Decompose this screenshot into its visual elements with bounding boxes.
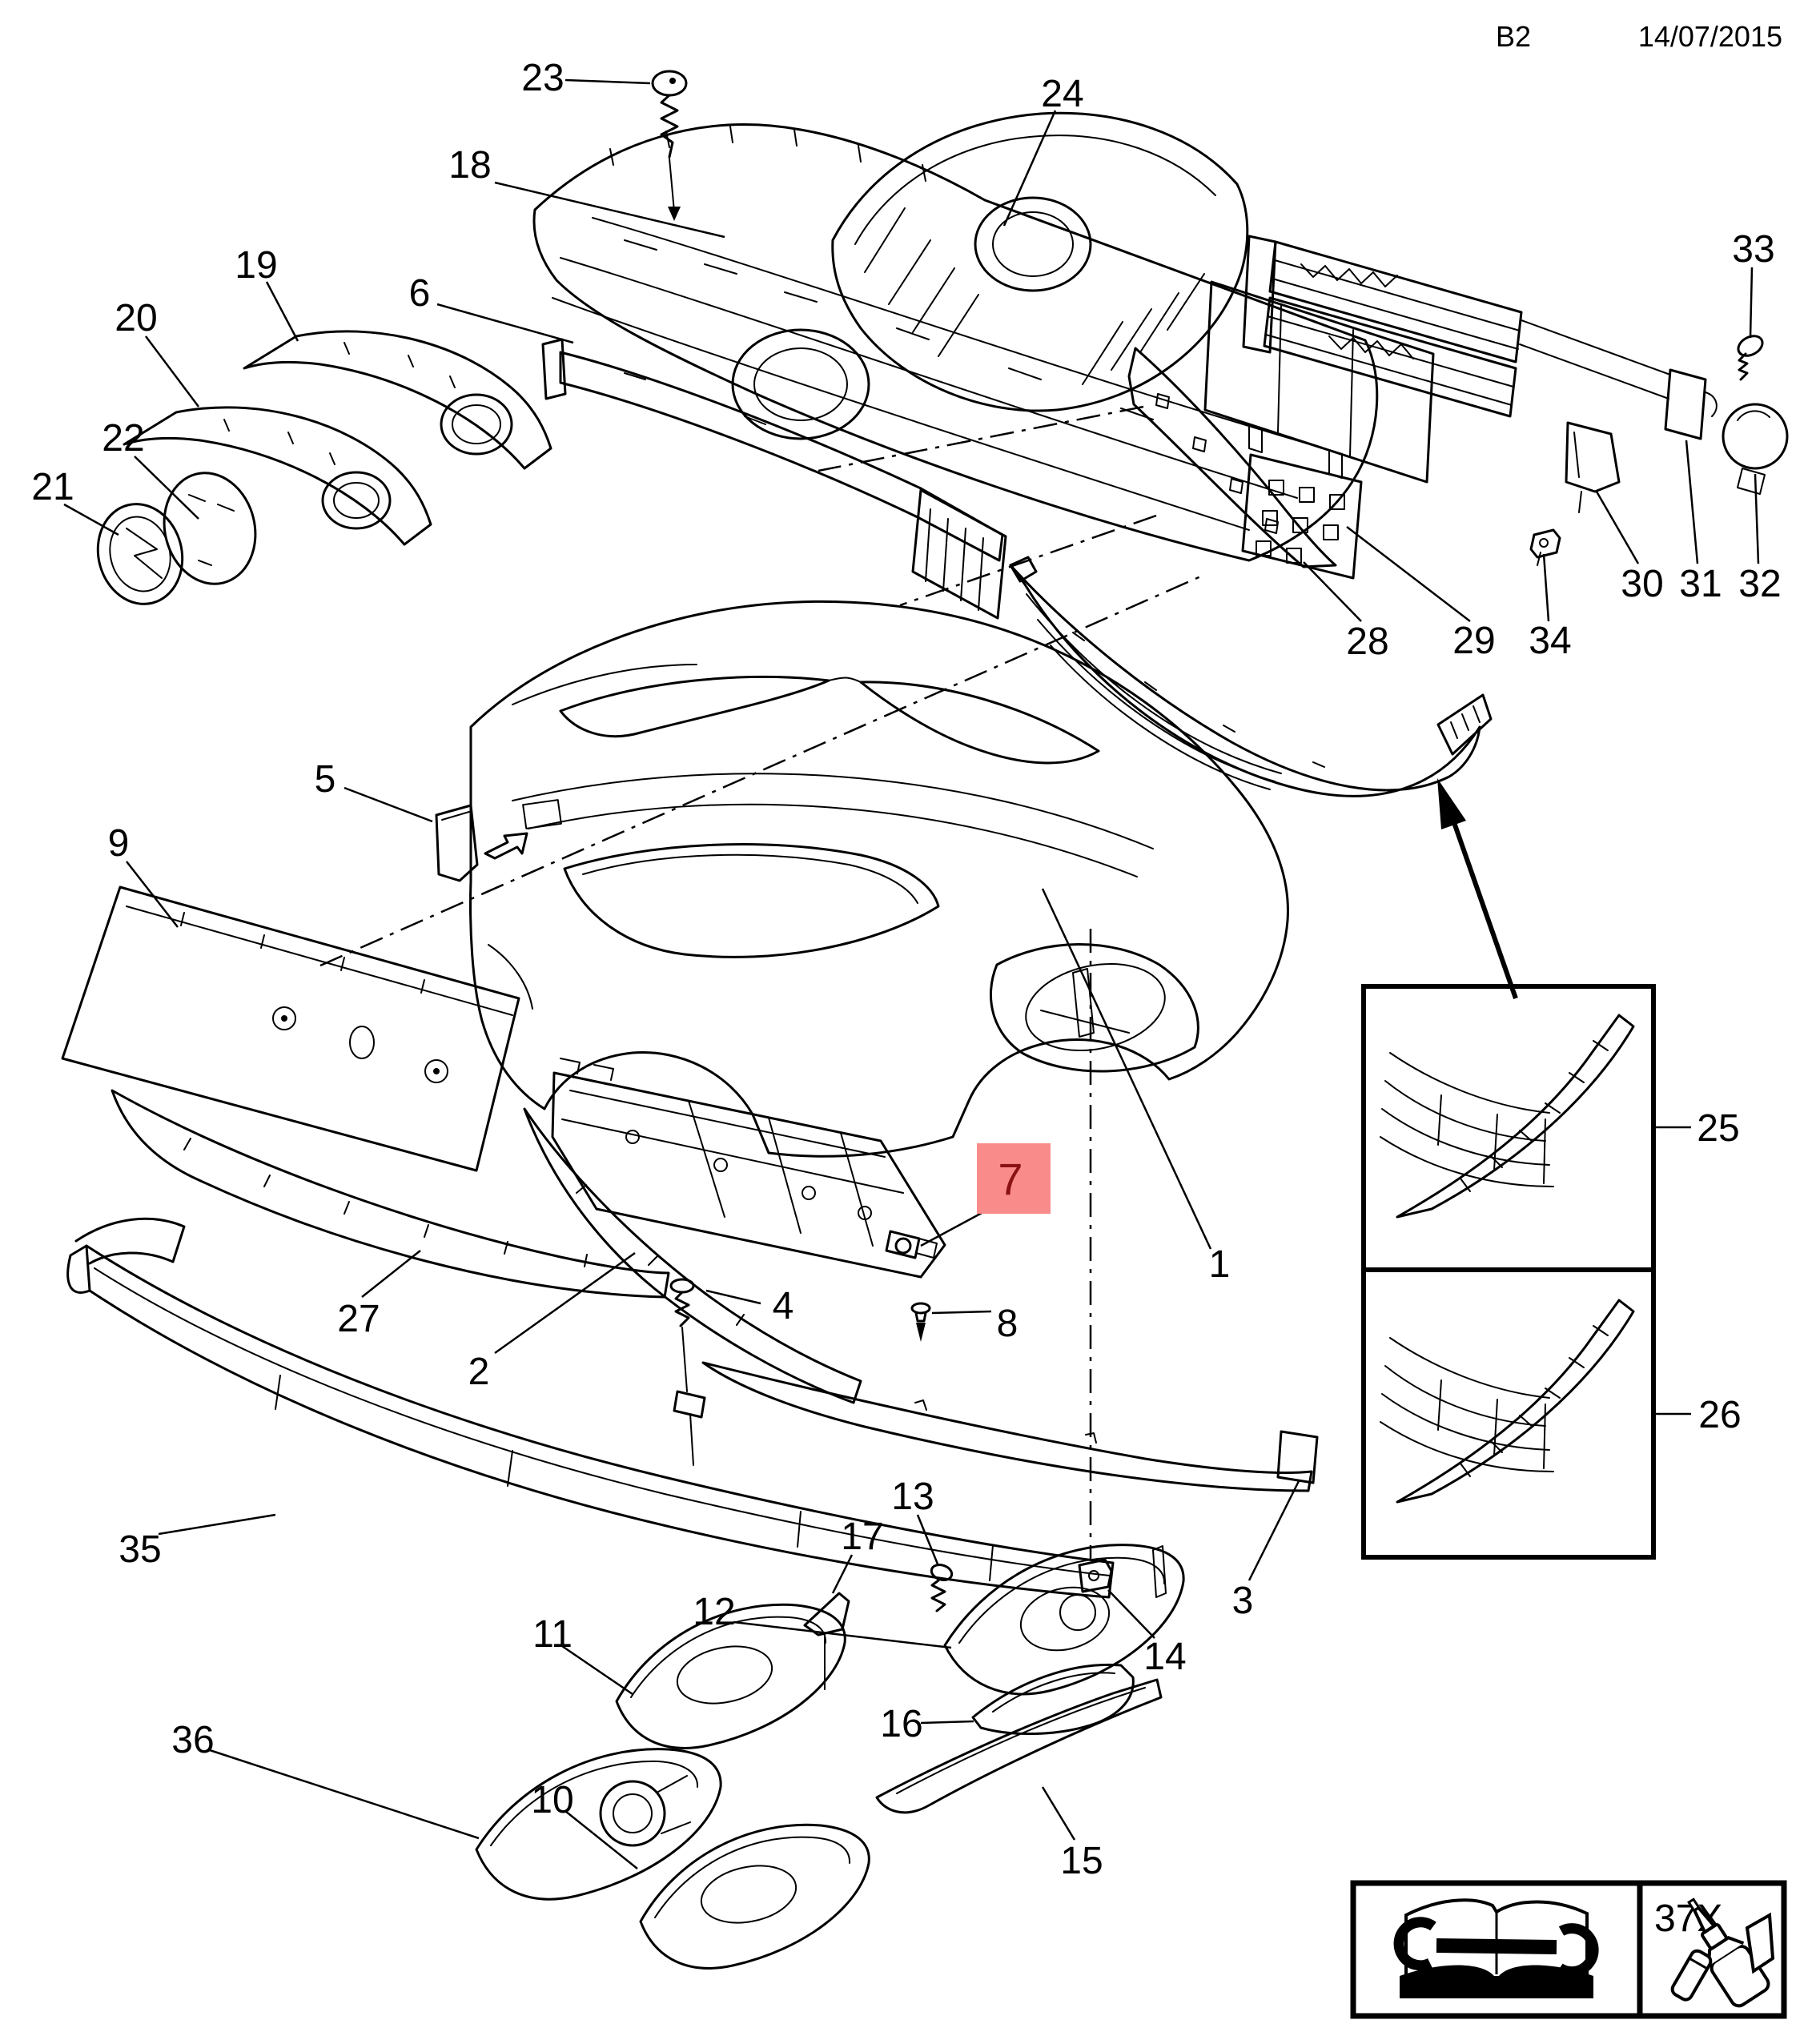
callout-32[interactable]: 32 [1738,563,1781,605]
callout-1[interactable]: 1 [1209,1243,1231,1286]
part-20-trim-strip[interactable] [123,406,432,546]
part-34-clip[interactable] [1529,528,1561,566]
legend-box: 37X [1350,1880,1787,2019]
callout-10[interactable]: 10 [531,1779,573,1821]
callout-17[interactable]: 17 [841,1516,883,1558]
part-21-emblem-badge[interactable] [87,495,192,612]
part-23-screw[interactable] [651,70,688,221]
part-6-impact-absorber[interactable] [541,338,1007,620]
part-22-emblem-plate[interactable] [153,464,267,594]
part-36-fog-lamp[interactable] [475,1748,722,1901]
callout-20[interactable]: 20 [115,297,157,339]
part-16-trim-insert[interactable] [971,1663,1135,1736]
part-2-lower-strip[interactable] [523,1107,862,1404]
callout-36[interactable]: 36 [171,1719,214,1761]
callout-2[interactable]: 2 [468,1351,490,1393]
callout-24[interactable]: 24 [1041,73,1083,115]
part-28-mounting-panel[interactable] [1127,347,1337,568]
part-24-upper-grille[interactable] [831,111,1249,412]
callout-35[interactable]: 35 [119,1528,161,1571]
open-book-wrench-icon [1393,1898,1599,1998]
part-35-front-spoiler-lip[interactable] [66,1217,1115,1599]
callout-4[interactable]: 4 [773,1285,794,1327]
leader-lines [63,78,1760,1869]
callout-25[interactable]: 25 [1697,1107,1739,1150]
part-18-grille-support-frame[interactable] [532,123,1379,562]
callout-7[interactable]: 7 [998,1154,1023,1204]
callout-15[interactable]: 15 [1060,1840,1103,1882]
callout-7-highlight-box[interactable] [977,1143,1051,1214]
callout-labels: 1 2 3 4 5 6 8 9 10 11 12 13 14 15 16 17 … [31,57,1781,1882]
part-1-bumper-fascia[interactable] [469,600,1289,1158]
callout-31[interactable]: 31 [1679,563,1722,605]
part-4-screw[interactable] [669,1278,706,1466]
alignment-lines [319,405,1205,1560]
callout-18[interactable]: 18 [448,144,491,187]
sheet-date: 14/07/2015 [1638,20,1782,53]
highlighted-callout-7[interactable]: 7 [977,1143,1051,1214]
glue-bottle-icon [1670,1897,1775,2008]
part-9-front-panel[interactable] [61,885,520,1172]
part-5-tow-hook-cover[interactable] [435,804,528,882]
part-30-shutter-assembly[interactable] [1203,235,1671,513]
part-13-screw[interactable] [930,1562,954,1612]
callout-11[interactable]: 11 [532,1613,573,1656]
part-33-screw[interactable] [1735,332,1766,381]
part-17-bracket[interactable] [803,1592,850,1690]
part-lower-center-grille[interactable] [1009,556,1493,797]
part-3-trim-strip[interactable] [701,1361,1319,1492]
callout-5[interactable]: 5 [315,758,336,801]
part-14-clip[interactable] [1078,1558,1113,1593]
callout-8[interactable]: 8 [997,1303,1018,1345]
callout-23[interactable]: 23 [521,57,564,99]
part-11-fog-bezel-left[interactable] [615,1603,846,1749]
callout-28[interactable]: 28 [1346,620,1388,663]
callout-14[interactable]: 14 [1143,1636,1186,1678]
callout-9[interactable]: 9 [108,822,130,865]
inset-box-25 [1361,984,1656,1272]
callout-12[interactable]: 12 [693,1591,735,1633]
callout-3[interactable]: 3 [1232,1580,1254,1622]
part-31-end-bracket[interactable] [1664,368,1718,440]
callout-34[interactable]: 34 [1529,620,1571,662]
callout-29[interactable]: 29 [1452,620,1495,662]
callout-30[interactable]: 30 [1621,563,1663,605]
part-32-shutter-actuator[interactable] [1722,403,1789,495]
callout-16[interactable]: 16 [880,1703,922,1745]
part-8-rivet[interactable] [910,1302,931,1342]
inset-box-26 [1361,1267,1656,1560]
callout-27[interactable]: 27 [337,1298,380,1340]
callout-13[interactable]: 13 [891,1476,934,1518]
part-skid-plate[interactable] [551,1058,946,1279]
sheet-code: B2 [1496,20,1531,53]
part-15-lower-trim-strip[interactable] [875,1678,1163,1814]
part-7-clip[interactable] [885,1230,938,1259]
part-12-fog-bezel-right[interactable] [943,1544,1185,1696]
callout-26[interactable]: 26 [1698,1394,1741,1436]
part-27-lower-molding[interactable] [110,1089,670,1299]
callout-22[interactable]: 22 [102,417,144,460]
callout-21[interactable]: 21 [31,466,74,508]
callout-6[interactable]: 6 [409,272,431,315]
part-29-license-plate-bracket[interactable] [1241,453,1363,580]
callout-19[interactable]: 19 [235,244,277,287]
part-19-trim-strip[interactable] [243,330,552,470]
inset-pointer-arrow [1437,778,1518,999]
callout-33[interactable]: 33 [1732,228,1774,271]
part-10-fog-cover[interactable] [639,1823,870,1970]
